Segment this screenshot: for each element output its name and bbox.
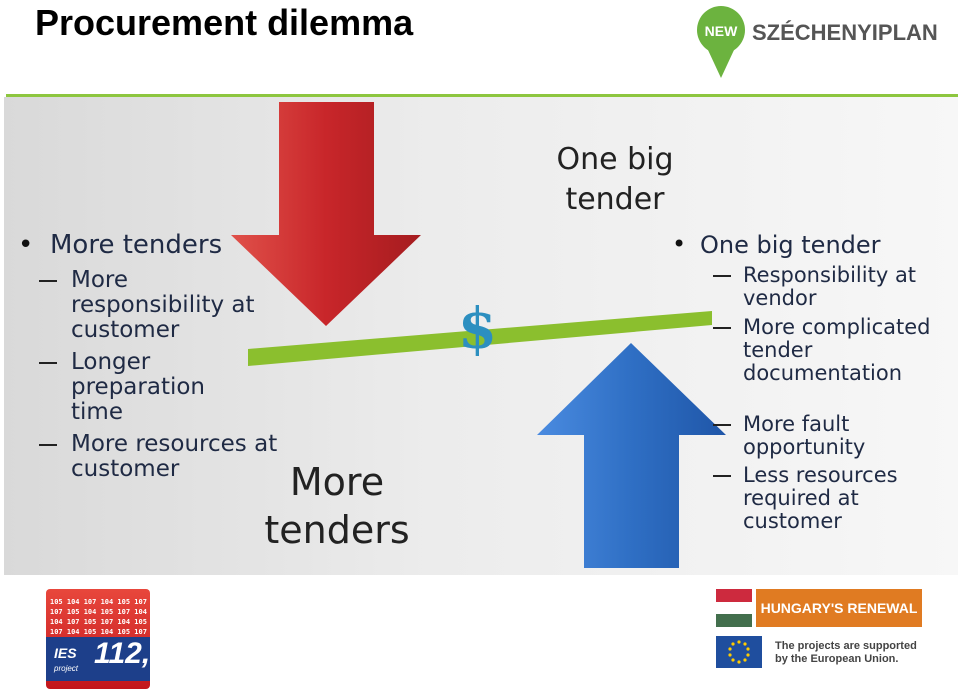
left-heading: More tenders	[18, 230, 222, 260]
right-item-1: Responsibility at vendor	[713, 264, 953, 310]
left-item-3: More resources at customer	[39, 432, 286, 482]
more-tenders-label: More tenders	[264, 460, 410, 552]
eu-support-line-2: by the European Union.	[775, 653, 899, 665]
ies-number-grid: 105 104 107 104 105 107 107 105 104 105 …	[50, 598, 147, 636]
seesaw-beam	[248, 311, 712, 366]
right-item-2: More complicated tender documentation	[713, 316, 943, 385]
one-big-tender-label: One big tender	[556, 142, 674, 217]
svg-text:NEW: NEW	[705, 23, 738, 39]
down-arrow	[231, 102, 421, 326]
up-arrow	[537, 343, 726, 568]
szechenyi-plan-logo: NEW SZÉCHENYIPLAN	[694, 4, 946, 82]
right-heading: One big tender	[672, 230, 880, 259]
ies-label: IES	[54, 645, 77, 661]
right-item-3: More fault opportunity	[713, 413, 913, 459]
ies-project-label: project	[54, 664, 79, 673]
dollar-sign: $	[458, 296, 497, 362]
hungarys-renewal-text: HUNGARY'S RENEWAL	[756, 589, 922, 627]
left-item-1: More responsibility at customer	[39, 268, 261, 343]
hungarys-renewal-logo: HUNGARY'S RENEWAL	[716, 589, 922, 629]
eu-flag-icon	[716, 636, 762, 668]
ies-112-logo: 105 104 107 104 105 107 107 105 104 105 …	[46, 589, 150, 689]
left-item-2: Longer preparation time	[39, 350, 251, 425]
header-divider	[6, 94, 958, 97]
page-title: Procurement dilemma	[35, 2, 414, 43]
ies-112-number: 112,	[94, 637, 150, 670]
eu-support-text: The projects are supported by the Europe…	[775, 640, 917, 666]
eu-support-line-1: The projects are supported	[775, 640, 917, 652]
hungary-flag-icon	[716, 589, 752, 627]
right-item-4: Less resources required at customer	[713, 464, 943, 533]
svg-text:SZÉCHENYIPLAN: SZÉCHENYIPLAN	[752, 20, 938, 45]
